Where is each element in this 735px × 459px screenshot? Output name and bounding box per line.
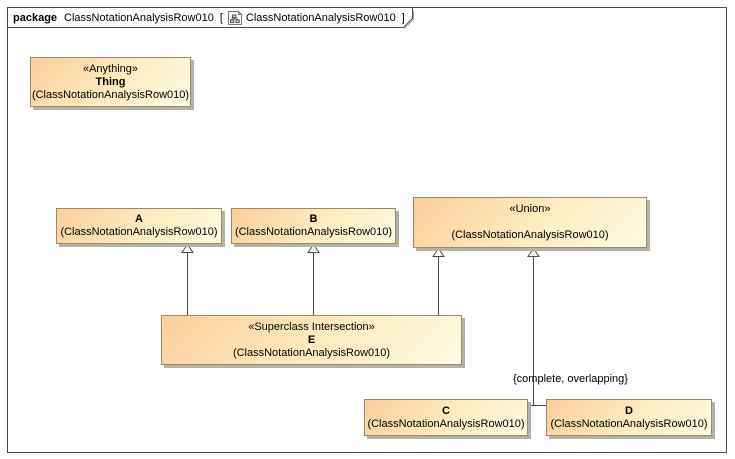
generalization-arrowhead xyxy=(432,247,445,257)
class-name: A xyxy=(135,213,143,225)
constraint-label[interactable]: {complete, overlapping} xyxy=(513,373,628,385)
generalization-c-d-union[interactable] xyxy=(527,247,547,406)
bracket-open: [ xyxy=(219,11,223,24)
class-c[interactable]: C (ClassNotationAnalysisRow010) xyxy=(364,399,528,436)
frame-name: ClassNotationAnalysisRow010 xyxy=(64,11,214,24)
class-union[interactable]: «Union» (ClassNotationAnalysisRow010) xyxy=(413,197,647,248)
class-qualifier: (ClassNotationAnalysisRow010) xyxy=(367,417,525,430)
class-qualifier: (ClassNotationAnalysisRow010) xyxy=(550,417,708,430)
generalization-e-b[interactable] xyxy=(307,243,320,316)
class-diagram-icon xyxy=(227,9,243,25)
generalization-e-a[interactable] xyxy=(181,243,194,316)
bracket-close: ] xyxy=(401,11,405,24)
class-qualifier: (ClassNotationAnalysisRow010) xyxy=(232,346,391,359)
class-thing[interactable]: «Anything» Thing (ClassNotationAnalysisR… xyxy=(30,57,191,107)
frame-header[interactable]: package ClassNotationAnalysisRow010 [ Cl… xyxy=(13,9,408,26)
class-b[interactable]: B (ClassNotationAnalysisRow010) xyxy=(231,208,396,244)
class-qualifier: (ClassNotationAnalysisRow010) xyxy=(451,229,609,241)
class-name: D xyxy=(625,404,633,417)
class-stereotype: «Anything» xyxy=(82,62,139,75)
class-name: E xyxy=(307,333,316,346)
frame-name-tab[interactable] xyxy=(7,7,414,29)
generalization-e-union[interactable] xyxy=(432,247,445,316)
class-name: B xyxy=(309,213,318,225)
generalization-arrowhead xyxy=(527,247,540,257)
class-a[interactable]: A (ClassNotationAnalysisRow010) xyxy=(56,208,222,244)
frame-kind-label: package xyxy=(13,11,58,24)
class-qualifier: (ClassNotationAnalysisRow010) xyxy=(31,88,190,101)
class-stereotype: «Union» xyxy=(509,203,551,215)
class-stereotype: «Superclass Intersection» xyxy=(248,320,375,333)
frame-diagram-name: ClassNotationAnalysisRow010 xyxy=(245,11,396,24)
class-name: C xyxy=(442,404,450,417)
class-qualifier: (ClassNotationAnalysisRow010) xyxy=(234,226,393,238)
class-e[interactable]: «Superclass Intersection» E (ClassNotati… xyxy=(161,315,462,365)
generalization-arrowhead xyxy=(307,243,320,253)
generalization-arrowhead xyxy=(181,243,194,253)
class-name: Thing xyxy=(95,75,126,88)
class-qualifier: (ClassNotationAnalysisRow010) xyxy=(60,226,218,238)
class-d[interactable]: D (ClassNotationAnalysisRow010) xyxy=(546,399,712,436)
